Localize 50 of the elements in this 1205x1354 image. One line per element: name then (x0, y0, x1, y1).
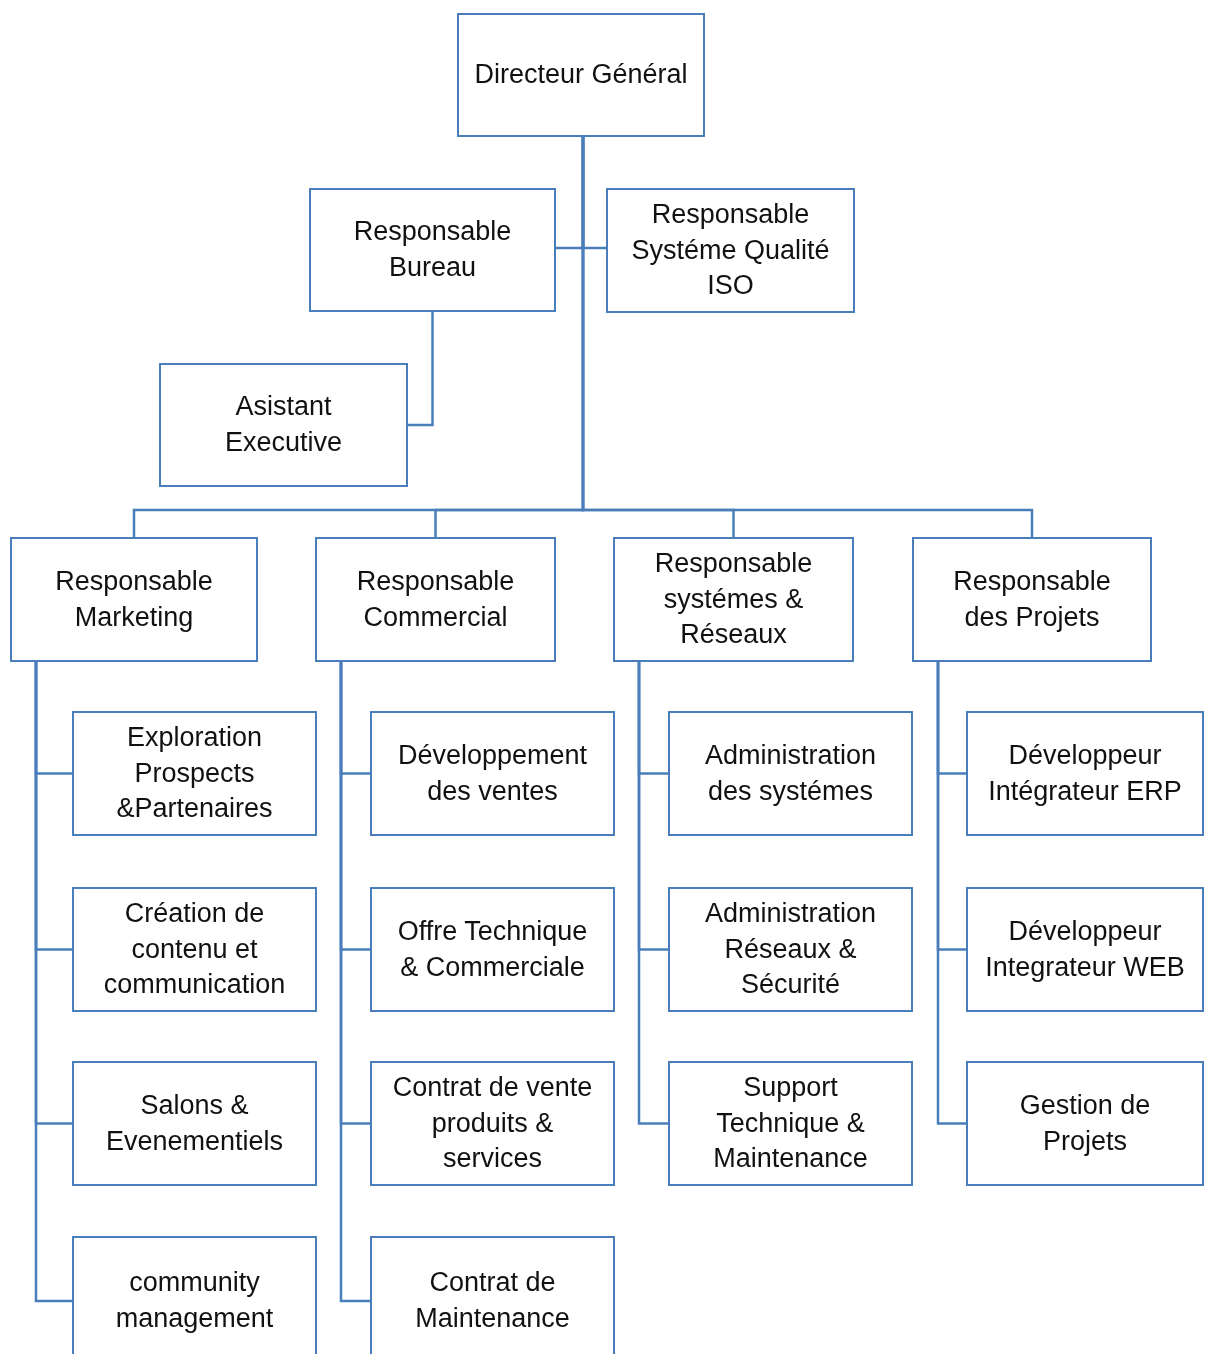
connector-line (408, 312, 434, 427)
org-box (72, 711, 317, 836)
role-label: Développement des ventes (396, 738, 589, 808)
org-box (912, 537, 1152, 662)
role-label: Administration Réseaux & Sécurité (703, 897, 878, 1002)
org-box (668, 711, 913, 836)
org-box (370, 887, 615, 1012)
org-box (315, 537, 556, 662)
org-box (370, 711, 615, 836)
org-box (309, 188, 556, 312)
role-label: Contrat de Maintenance (414, 1266, 571, 1335)
role-label: Gestion de Projets (1018, 1088, 1152, 1158)
role-label: Support Technique & Maintenance (712, 1071, 869, 1176)
org-box (613, 537, 854, 662)
org-box (966, 887, 1204, 1012)
connector-line (581, 137, 1034, 537)
org-box (457, 13, 705, 137)
org-box (72, 887, 317, 1012)
role-label: Responsable systémes & Réseaux (653, 547, 814, 652)
role-label: Exploration Prospects &Partenaires (115, 721, 274, 826)
org-box (668, 887, 913, 1012)
org-box (668, 1061, 913, 1186)
role-label: Responsable Commercial (355, 564, 516, 634)
org-box (159, 363, 408, 487)
role-label: Contrat de vente produits & services (391, 1071, 594, 1176)
connector-line (34, 662, 72, 1303)
role-label: Développeur Integrateur WEB (984, 914, 1186, 984)
role-label: Asistant Executive (223, 390, 344, 459)
role-label: Directeur Général (473, 58, 689, 92)
org-box (10, 537, 258, 662)
role-label: Création de contenu et communication (102, 897, 287, 1002)
org-box (966, 1061, 1204, 1186)
org-box (966, 711, 1204, 836)
role-label: Offre Technique & Commerciale (396, 914, 589, 984)
role-label: Responsable Bureau (352, 215, 513, 284)
org-box (606, 188, 855, 313)
org-box (370, 1061, 615, 1186)
role-label: Développeur Intégrateur ERP (987, 738, 1183, 808)
org-box (72, 1061, 317, 1186)
connector-line (936, 662, 966, 1125)
role-label: community management (114, 1266, 275, 1335)
role-label: Responsable Systéme Qualité ISO (630, 198, 831, 303)
role-label: Responsable des Projets (952, 564, 1112, 634)
role-label: Administration des systémes (703, 738, 878, 808)
connector-line (637, 662, 668, 1125)
role-label: Salons & Evenementiels (104, 1088, 285, 1158)
org-box (72, 1236, 317, 1354)
role-label: Responsable Marketing (54, 564, 214, 634)
connector-line (339, 662, 370, 1303)
org-box (370, 1236, 615, 1354)
